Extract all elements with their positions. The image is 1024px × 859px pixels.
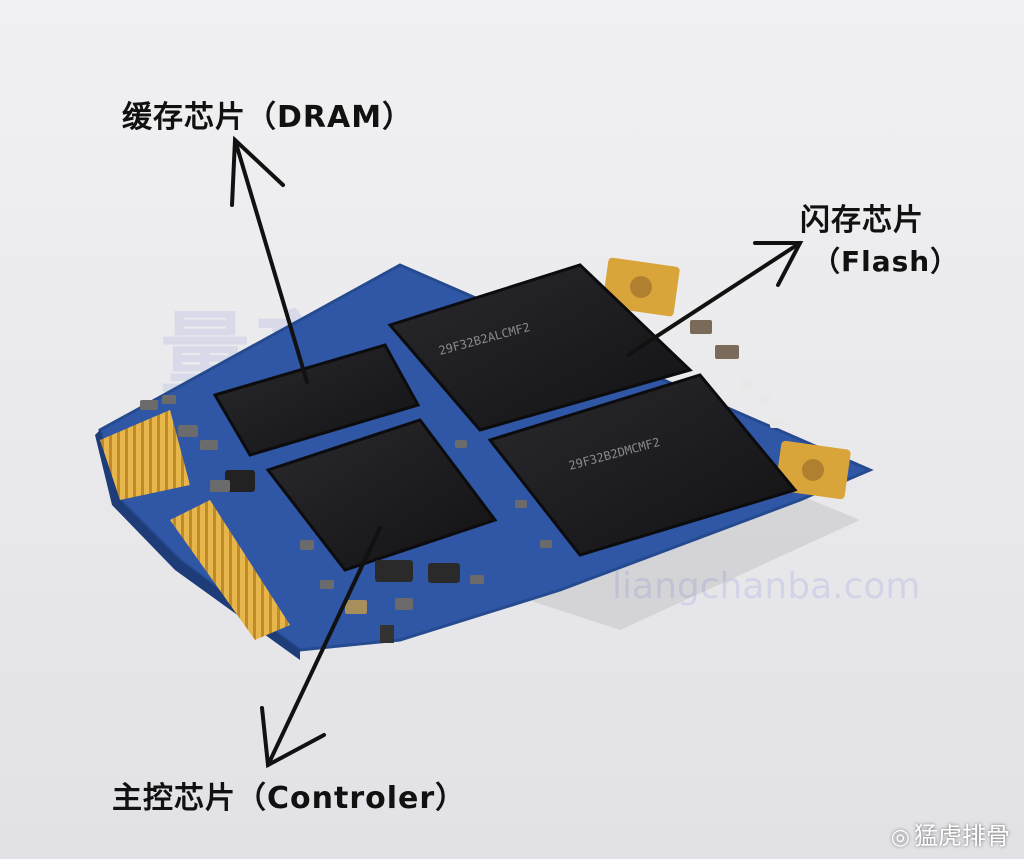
flash-chip-bottom <box>487 373 798 557</box>
gold-fingers-right <box>170 500 290 640</box>
arrow-flash-head <box>753 241 804 287</box>
controller-chip <box>265 418 498 572</box>
arrow-dram-head <box>230 135 285 207</box>
bg-watermark-url: liangchanba.com <box>612 566 920 607</box>
arrow-dram-line <box>233 138 309 384</box>
board-clip <box>380 625 394 643</box>
label-flash-title: 闪存芯片 <box>800 203 924 238</box>
arrow-ctrl-line <box>266 526 382 767</box>
mount-hole-top <box>630 276 652 298</box>
label-flash-subtitle: （Flash） <box>812 245 960 278</box>
arrow-ctrl-head <box>260 706 326 769</box>
pcb-edge <box>95 430 300 660</box>
label-dram: 缓存芯片（DRAM） <box>122 100 414 135</box>
smd-components <box>140 320 782 614</box>
gold-fingers-left <box>100 410 190 500</box>
arrow-flash-line <box>626 241 802 357</box>
label-controller: 主控芯片（Controler） <box>112 781 467 816</box>
flash-chip-top <box>387 263 693 432</box>
annotation-arrows <box>230 135 804 769</box>
corner-watermark-text: 猛虎排骨 <box>914 822 1010 850</box>
weibo-icon: ◎ <box>890 825 910 850</box>
mount-hole-bottom <box>802 459 824 481</box>
dram-chip <box>212 343 421 457</box>
corner-watermark: ◎猛虎排骨 <box>891 816 1010 851</box>
